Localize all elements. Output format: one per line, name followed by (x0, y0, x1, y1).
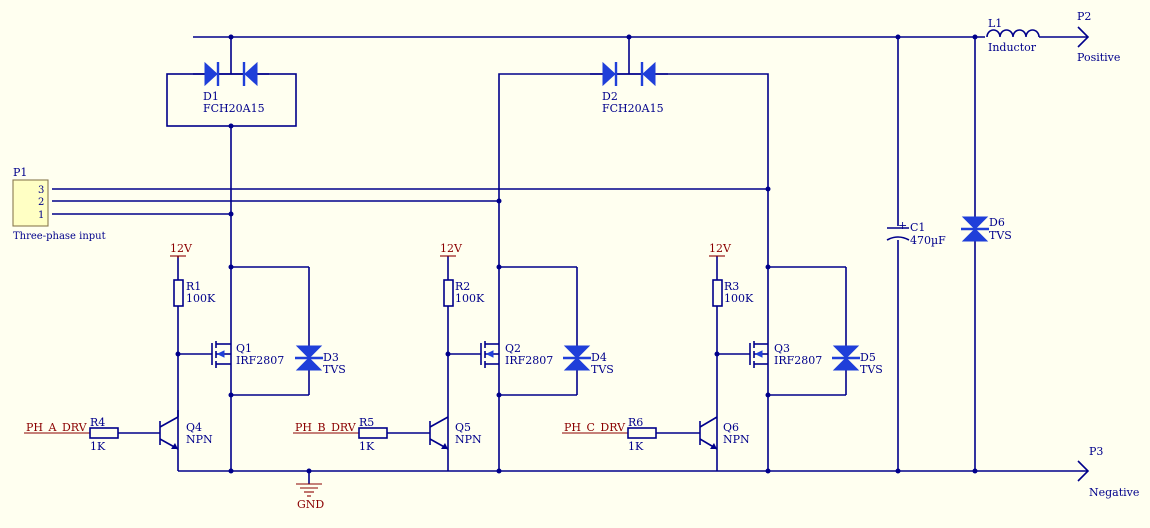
net-label-ph-b: PH_B_DRV (295, 421, 357, 434)
r2-ref: R2 (455, 280, 470, 293)
resistor-r2: R2 100K (443, 279, 485, 307)
capacitor-c1: + C1 470µF (886, 219, 946, 247)
p3-name: Negative (1089, 486, 1139, 499)
r3-value: 100K (724, 292, 754, 305)
l1-value: Inductor (988, 41, 1037, 54)
npn-q6: Q6 NPN (699, 416, 750, 450)
mosfet-q2: Q2 IRF2807 (480, 341, 553, 368)
d6-value: TVS (989, 229, 1012, 242)
resistor-r3: R3 100K (712, 279, 754, 307)
ground-symbol: GND (296, 483, 324, 511)
inductor-l1: L1 Inductor (985, 17, 1040, 54)
supply-label: 12V (170, 242, 193, 255)
q4-ref: Q4 (186, 421, 202, 434)
r6-ref: R6 (628, 416, 643, 429)
q4-value: NPN (186, 433, 213, 446)
npn-q4: Q4 NPN (159, 410, 213, 450)
r1-ref: R1 (186, 280, 201, 293)
port-p3: P3 Negative (1077, 445, 1139, 499)
c1-ref: C1 (910, 221, 925, 234)
supply-12v-1: 12V (170, 242, 193, 258)
resistor-r5: R5 1K (358, 416, 388, 453)
wiring (52, 36, 1088, 484)
d3-ref: D3 (323, 351, 339, 364)
r4-ref: R4 (90, 416, 105, 429)
tvs-d4: D4 TVS (563, 345, 614, 376)
q2-ref: Q2 (505, 342, 521, 355)
net-label-ph-c: PH_C_DRV (564, 421, 626, 434)
npn-q5: Q5 NPN (429, 416, 482, 450)
r6-value: 1K (628, 440, 644, 453)
q2-value: IRF2807 (505, 354, 553, 367)
c1-value: 470µF (910, 234, 946, 247)
port-p2: P2 Positive (1077, 10, 1120, 64)
tvs-d6: D6 TVS (961, 216, 1012, 242)
p2-name: Positive (1077, 51, 1120, 64)
q6-ref: Q6 (723, 421, 739, 434)
tvs-d3: D3 TVS (295, 345, 346, 376)
p3-ref: P3 (1089, 445, 1103, 458)
d2-value: FCH20A15 (602, 102, 664, 115)
d2-ref: D2 (602, 90, 618, 103)
diode-d1: D1 FCH20A15 (193, 58, 269, 115)
net-label-ph-a: PH_A_DRV (26, 421, 88, 434)
r1-value: 100K (186, 292, 216, 305)
q6-value: NPN (723, 433, 750, 446)
d4-ref: D4 (591, 351, 607, 364)
connector-pin-1: 1 (38, 210, 44, 221)
d1-ref: D1 (203, 90, 219, 103)
resistor-r6: R6 1K (627, 416, 657, 453)
mosfet-q3: Q3 IRF2807 (749, 341, 822, 368)
c1-polarity: + (898, 219, 907, 232)
junctions (175, 34, 978, 474)
d4-value: TVS (591, 363, 614, 376)
r2-value: 100K (455, 292, 485, 305)
q3-ref: Q3 (774, 342, 790, 355)
connector-ref: P1 (13, 166, 27, 179)
l1-ref: L1 (988, 17, 1002, 30)
supply-label: 12V (709, 242, 732, 255)
q5-ref: Q5 (455, 421, 471, 434)
d5-value: TVS (860, 363, 883, 376)
tvs-d5: D5 TVS (832, 345, 883, 376)
r3-ref: R3 (724, 280, 739, 293)
resistor-r1: R1 100K (173, 279, 216, 307)
supply-label: 12V (440, 242, 463, 255)
connector-pin-3: 3 (38, 185, 44, 196)
ground-label: GND (297, 498, 324, 511)
r5-ref: R5 (359, 416, 374, 429)
mosfet-q1: Q1 IRF2807 (211, 341, 284, 368)
connector-label: Three-phase input (13, 231, 106, 242)
d1-value: FCH20A15 (203, 102, 265, 115)
connector-p1: P1 3 2 1 Three-phase input (12, 166, 106, 242)
d5-ref: D5 (860, 351, 876, 364)
p2-ref: P2 (1077, 10, 1091, 23)
q1-ref: Q1 (236, 342, 252, 355)
supply-12v-2: 12V (440, 242, 463, 257)
r4-value: 1K (90, 440, 106, 453)
d3-value: TVS (323, 363, 346, 376)
resistor-r4: R4 1K (89, 416, 119, 453)
q5-value: NPN (455, 433, 482, 446)
supply-12v-3: 12V (709, 242, 732, 257)
d6-ref: D6 (989, 216, 1005, 229)
q1-value: IRF2807 (236, 354, 284, 367)
diode-d2: D2 FCH20A15 (590, 58, 668, 115)
connector-pin-2: 2 (38, 197, 44, 208)
q3-value: IRF2807 (774, 354, 822, 367)
r5-value: 1K (359, 440, 375, 453)
